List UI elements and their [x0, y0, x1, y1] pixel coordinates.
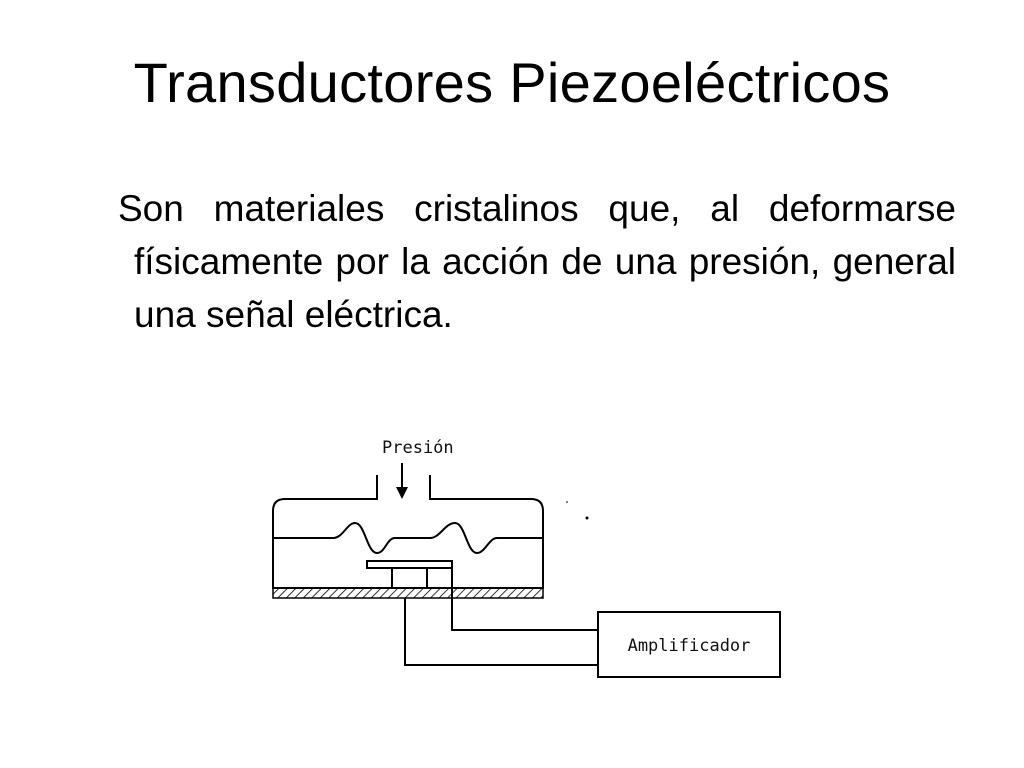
signal-wire-upper [451, 565, 598, 631]
hatched-base [272, 587, 544, 599]
speck [585, 516, 589, 520]
piezoelectric-transducer-diagram: Presión Amplificador [272, 438, 781, 678]
diaphragm [273, 521, 543, 555]
crystal-support [391, 567, 428, 589]
piezo-crystal-plate [366, 560, 453, 569]
signal-wire-lower [404, 598, 598, 666]
amplifier-label: Amplificador [628, 636, 751, 656]
amplifier-box [597, 611, 781, 678]
speck [566, 501, 568, 503]
slide-title: Transductores Piezoeléctricos [133, 51, 891, 114]
slide-body-text: Son materiales cristalinos que, al defor… [118, 188, 956, 335]
pressure-arrow-icon [396, 463, 408, 499]
pressure-label: Presión [382, 438, 454, 458]
